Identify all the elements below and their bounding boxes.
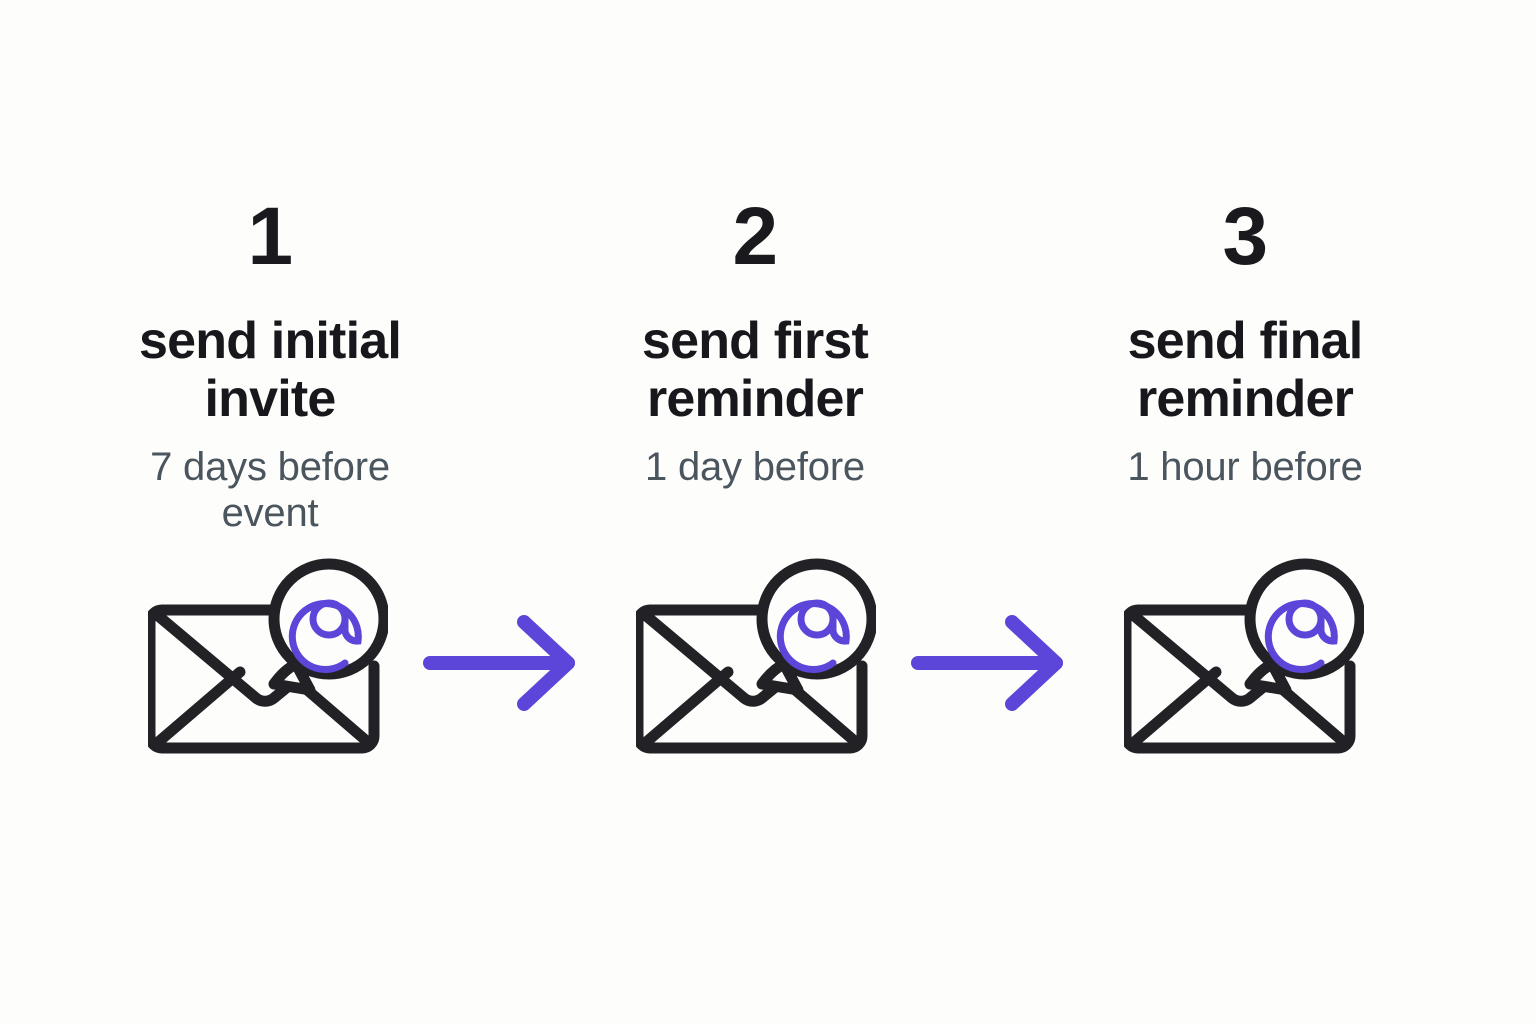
email-at-icon: [636, 556, 876, 761]
step-subtitle: 1 hour before: [1127, 445, 1363, 489]
step-number: 1: [247, 191, 293, 282]
step-subtitle: 1 day before: [645, 445, 865, 489]
step-1: 1 send initial invite 7 days before even…: [60, 196, 480, 536]
step-title: send first reminder: [641, 312, 869, 429]
step-3: 3 send final reminder 1 hour before: [1035, 196, 1455, 490]
arrow-right-icon: [420, 608, 590, 718]
step-number: 2: [732, 191, 778, 282]
step-title: send final reminder: [1127, 312, 1364, 429]
arrow-right-icon: [908, 608, 1078, 718]
step-subtitle: 7 days before event: [150, 445, 390, 535]
email-at-icon: [1124, 556, 1364, 761]
step-title: send initial invite: [138, 312, 402, 429]
step-number: 3: [1222, 191, 1268, 282]
email-at-icon: [148, 556, 388, 761]
step-2: 2 send first reminder 1 day before: [545, 196, 965, 490]
